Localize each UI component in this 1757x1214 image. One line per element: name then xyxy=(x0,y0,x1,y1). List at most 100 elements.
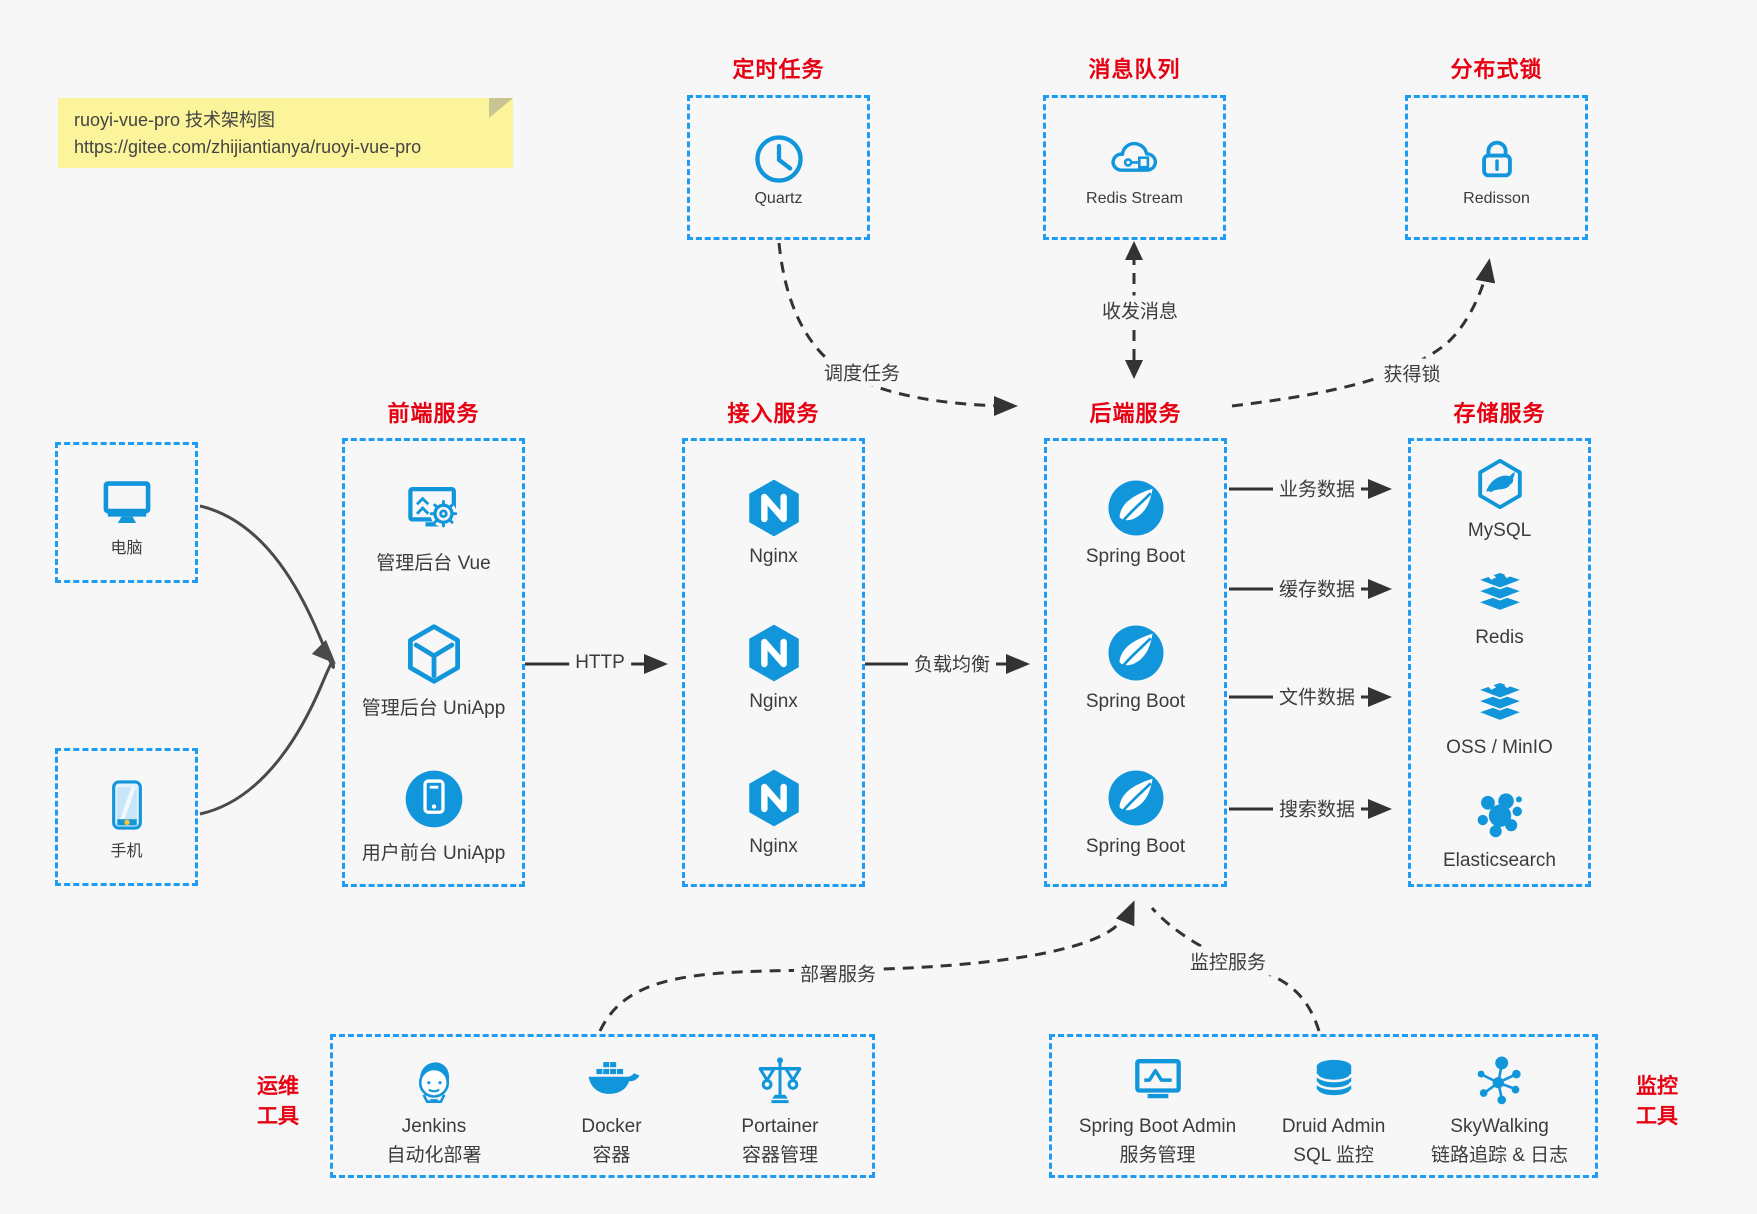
title-storage-services: 存储服务 xyxy=(1453,401,1546,426)
phone-icon xyxy=(95,773,159,837)
mysql-icon xyxy=(1469,453,1531,515)
ops-tools-side-label: 运维 工具 xyxy=(233,1072,323,1133)
node-elasticsearch: Elasticsearch xyxy=(1411,783,1588,872)
desktop-icon xyxy=(94,468,160,534)
cloud-mq-icon xyxy=(1104,128,1166,190)
tool-name: Portainer xyxy=(741,1115,819,1137)
node-label: Spring Boot xyxy=(1085,546,1186,567)
edge-label-http: HTTP xyxy=(569,651,631,675)
title-backend-services: 后端服务 xyxy=(1089,401,1182,426)
nginx-icon xyxy=(741,765,807,831)
client-pc-box: 电脑 xyxy=(55,442,198,583)
note-title: ruoyi-vue-pro 技术架构图 xyxy=(74,110,276,130)
backend-box: Spring Boot Spring Boot Spring Boot xyxy=(1044,438,1227,887)
node-user-uniapp: 用户前台 UniApp xyxy=(345,765,522,865)
quartz-box: Quartz xyxy=(687,95,870,240)
node-label: Spring Boot xyxy=(1085,836,1186,857)
admin-vue-icon xyxy=(400,475,468,543)
edge-label-search-data: 搜索数据 xyxy=(1272,793,1362,823)
portainer-icon xyxy=(749,1050,811,1112)
node-admin-vue: 管理后台 Vue xyxy=(345,475,522,575)
node-label: Redis xyxy=(1475,627,1524,648)
tool-jenkins: Jenkins 自动化部署 xyxy=(386,1050,481,1167)
spring-leaf-icon xyxy=(1103,765,1169,831)
monitor-tools-side-label: 监控 工具 xyxy=(1612,1072,1702,1133)
node-label: Nginx xyxy=(749,691,798,712)
node-springboot-2: Spring Boot xyxy=(1047,620,1224,713)
tool-desc: 容器 xyxy=(592,1144,631,1166)
node-label: 电脑 xyxy=(110,539,143,557)
edge-label-deploy: 部署服务 xyxy=(793,958,883,988)
tool-docker: Docker 容器 xyxy=(580,1050,642,1167)
uniapp-cube-icon xyxy=(400,620,468,688)
access-box: Nginx Nginx Nginx xyxy=(682,438,865,887)
storage-box: MySQL Redis OSS / MinIO Elasticsearch xyxy=(1408,438,1591,887)
note-url: https://gitee.com/zhijiantianya/ruoyi-vu… xyxy=(74,137,422,157)
node-oss-minio: OSS / MinIO xyxy=(1411,670,1588,759)
tool-name: Docker xyxy=(581,1115,642,1137)
node-nginx-3: Nginx xyxy=(685,765,862,858)
monitor-chart-icon xyxy=(1127,1050,1189,1112)
node-nginx-2: Nginx xyxy=(685,620,862,713)
title-scheduled-tasks: 定时任务 xyxy=(732,57,825,82)
node-label: Redis Stream xyxy=(1086,189,1183,207)
node-springboot-1: Spring Boot xyxy=(1047,475,1224,568)
tool-desc: 自动化部署 xyxy=(386,1144,482,1166)
edge-label-file-data: 文件数据 xyxy=(1272,681,1362,711)
title-distributed-lock: 分布式锁 xyxy=(1450,57,1543,82)
docker-icon xyxy=(580,1050,642,1112)
node-label: Nginx xyxy=(749,546,798,567)
node-admin-uniapp: 管理后台 UniApp xyxy=(345,620,522,720)
tool-desc: SQL 监控 xyxy=(1293,1144,1374,1166)
tool-name: Spring Boot Admin xyxy=(1078,1115,1237,1137)
node-label: Redisson xyxy=(1463,189,1530,207)
skywalking-icon xyxy=(1469,1050,1531,1112)
tool-name: Druid Admin xyxy=(1281,1115,1386,1137)
title-access-services: 接入服务 xyxy=(727,401,820,426)
node-label: OSS / MinIO xyxy=(1446,737,1553,758)
redis-stack-icon xyxy=(1469,560,1531,622)
node-label: Quartz xyxy=(754,189,803,207)
node-label: Spring Boot xyxy=(1085,691,1186,712)
node-nginx-1: Nginx xyxy=(685,475,862,568)
edge-label-business-data: 业务数据 xyxy=(1272,473,1362,503)
redis-stream-box: Redis Stream xyxy=(1043,95,1226,240)
node-label: Nginx xyxy=(749,836,798,857)
tool-desc: 链路追踪 & 日志 xyxy=(1430,1144,1569,1166)
monitor-tools-box: Spring Boot Admin 服务管理 Druid Admin SQL 监… xyxy=(1049,1034,1598,1178)
edge-label-load-balance: 负载均衡 xyxy=(907,648,997,678)
node-label: 用户前台 UniApp xyxy=(361,843,506,864)
node-springboot-3: Spring Boot xyxy=(1047,765,1224,858)
node-label: 管理后台 UniApp xyxy=(361,698,506,719)
redisson-box: Redisson xyxy=(1405,95,1588,240)
node-label: Elasticsearch xyxy=(1443,850,1556,871)
spring-leaf-icon xyxy=(1103,475,1169,541)
edge-label-lock: 获得锁 xyxy=(1377,358,1447,388)
frontend-box: 管理后台 Vue 管理后台 UniApp 用户前台 UniApp xyxy=(342,438,525,887)
tool-druid-admin: Druid Admin SQL 监控 xyxy=(1281,1050,1386,1167)
edge-label-monitor: 监控服务 xyxy=(1183,946,1273,976)
side-label-line: 运维 xyxy=(257,1075,299,1098)
nginx-icon xyxy=(741,620,807,686)
tool-desc: 服务管理 xyxy=(1119,1144,1196,1166)
node-redis: Redis xyxy=(1411,560,1588,649)
client-phone-box: 手机 xyxy=(55,748,198,886)
node-label: 管理后台 Vue xyxy=(376,553,491,574)
side-label-line: 工具 xyxy=(1636,1105,1678,1129)
tool-name: SkyWalking xyxy=(1450,1115,1549,1137)
side-label-line: 监控 xyxy=(1636,1075,1678,1098)
node-mysql: MySQL xyxy=(1411,453,1588,542)
user-uniapp-icon xyxy=(400,765,468,833)
lock-icon xyxy=(1466,128,1528,190)
title-frontend-services: 前端服务 xyxy=(387,401,480,426)
clock-icon xyxy=(748,128,810,190)
spring-leaf-icon xyxy=(1103,620,1169,686)
node-label: MySQL xyxy=(1467,520,1532,541)
nginx-icon xyxy=(741,475,807,541)
edge-label-schedule: 调度任务 xyxy=(817,357,907,387)
database-icon xyxy=(1303,1050,1365,1112)
tool-portainer: Portainer 容器管理 xyxy=(741,1050,819,1167)
tool-skywalking: SkyWalking 链路追踪 & 日志 xyxy=(1431,1050,1568,1167)
jenkins-icon xyxy=(403,1050,465,1112)
